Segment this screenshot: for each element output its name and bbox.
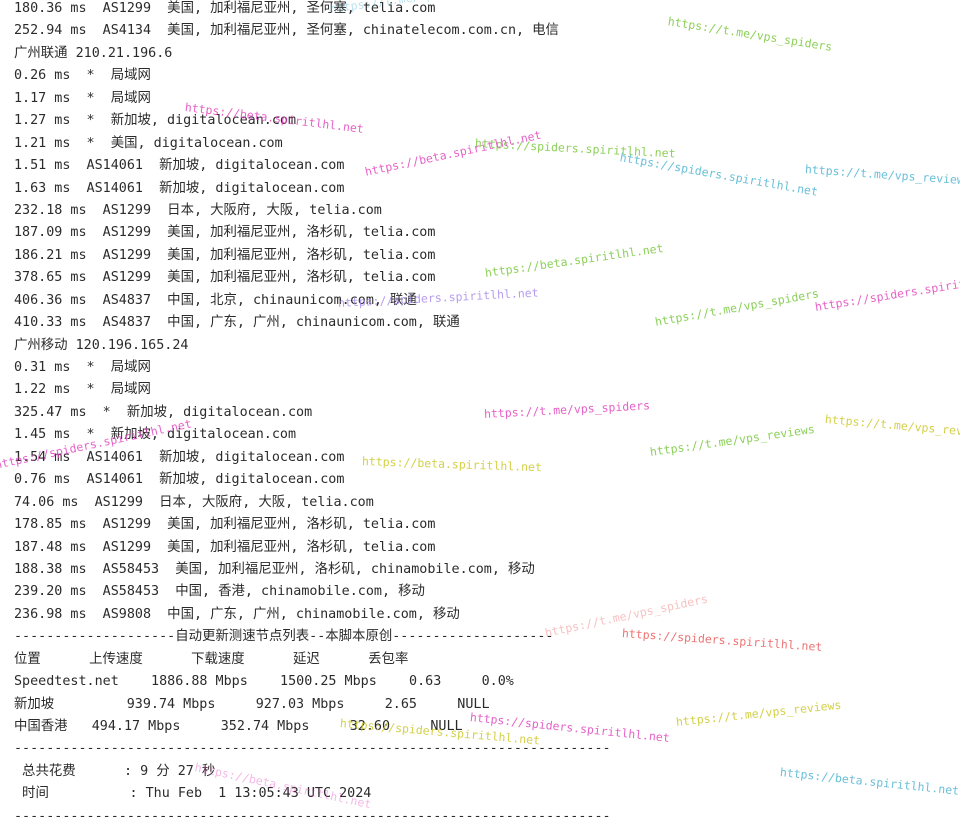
trace-hop-line: 186.21 ms AS1299 美国, 加利福尼亚州, 洛杉矶, telia.… xyxy=(14,247,436,263)
trace-hop-line: 1.22 ms * 局域网 xyxy=(14,382,151,398)
trace-hop-line: 187.48 ms AS1299 美国, 加利福尼亚州, 洛杉矶, telia.… xyxy=(14,539,436,555)
trace-hop-line: 378.65 ms AS1299 美国, 加利福尼亚州, 洛杉矶, telia.… xyxy=(14,270,436,286)
trace-hop-line: 180.36 ms AS1299 美国, 加利福尼亚州, 圣何塞, telia.… xyxy=(14,1,436,16)
trace-target-heading: 广州联通 210.21.196.6 xyxy=(14,45,173,61)
trace-hop-line: 1.63 ms AS14061 新加坡, digitalocean.com xyxy=(14,180,345,196)
speedtest-table-header: 位置 上传速度 下载速度 延迟 丢包率 xyxy=(14,651,409,667)
trace-hop-line: 410.33 ms AS4837 中国, 广东, 广州, chinaunicom… xyxy=(14,315,460,331)
trace-hop-line: 0.26 ms * 局域网 xyxy=(14,68,151,84)
trace-hop-line: 239.20 ms AS58453 中国, 香港, chinamobile.co… xyxy=(14,584,425,600)
trace-hop-line: 1.54 ms AS14061 新加坡, digitalocean.com xyxy=(14,449,345,465)
speedtest-row: Speedtest.net 1886.88 Mbps 1500.25 Mbps … xyxy=(14,674,514,690)
trace-hop-line: 0.76 ms AS14061 新加坡, digitalocean.com xyxy=(14,472,345,488)
trace-hop-line: 0.31 ms * 局域网 xyxy=(14,360,151,375)
trace-hop-line: 74.06 ms AS1299 日本, 大阪府, 大阪, telia.com xyxy=(14,494,374,510)
trace-hop-line: 187.09 ms AS1299 美国, 加利福尼亚州, 洛杉矶, telia.… xyxy=(14,225,436,241)
trace-hop-line: 232.18 ms AS1299 日本, 大阪府, 大阪, telia.com xyxy=(14,202,382,218)
separator-line: ----------------------------------------… xyxy=(14,741,611,757)
trace-hop-line: 406.36 ms AS4837 中国, 北京, chinaunicom.com… xyxy=(14,292,417,308)
trace-hop-line: 1.17 ms * 局域网 xyxy=(14,90,151,106)
trace-hop-line: 188.38 ms AS58453 美国, 加利福尼亚州, 洛杉矶, china… xyxy=(14,561,535,577)
trace-hop-line: 1.21 ms * 美国, digitalocean.com xyxy=(14,135,283,151)
trace-hop-line: 1.27 ms * 新加坡, digitalocean.com xyxy=(14,113,297,129)
separator-line: ----------------------------------------… xyxy=(14,808,611,824)
speedtest-row: 中国香港 494.17 Mbps 352.74 Mbps 32.60 NULL xyxy=(14,719,463,734)
trace-hop-line: 178.85 ms AS1299 美国, 加利福尼亚州, 洛杉矶, telia.… xyxy=(14,517,436,533)
terminal-output: 180.36 ms AS1299 美国, 加利福尼亚州, 圣何塞, telia.… xyxy=(14,0,960,828)
trace-hop-line: 252.94 ms AS4134 美国, 加利福尼亚州, 圣何塞, chinat… xyxy=(14,23,559,39)
speedtest-row: 新加坡 939.74 Mbps 927.03 Mbps 2.65 NULL xyxy=(14,696,490,712)
total-time-line: 总共花费 : 9 分 27 秒 xyxy=(14,763,216,779)
trace-hop-line: 236.98 ms AS9808 中国, 广东, 广州, chinamobile… xyxy=(14,606,460,622)
timestamp-line: 时间 : Thu Feb 1 13:05:43 UTC 2024 xyxy=(14,786,372,802)
speedtest-section-divider: --------------------自动更新测速节点列表--本脚本原创---… xyxy=(14,629,554,645)
trace-hop-line: 325.47 ms * 新加坡, digitalocean.com xyxy=(14,404,313,420)
trace-hop-line: 1.45 ms * 新加坡, digitalocean.com xyxy=(14,427,297,443)
trace-target-heading: 广州移动 120.196.165.24 xyxy=(14,337,189,353)
trace-hop-line: 1.51 ms AS14061 新加坡, digitalocean.com xyxy=(14,158,345,174)
